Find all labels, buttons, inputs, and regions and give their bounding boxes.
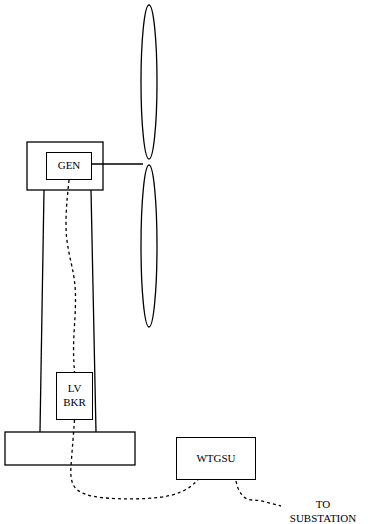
transformer-box: WTGSU bbox=[176, 437, 256, 480]
nacelle bbox=[27, 142, 103, 190]
tower-side bbox=[40, 190, 44, 432]
destination-label: TO SUBSTATION bbox=[282, 498, 364, 524]
tower-foundation bbox=[5, 432, 135, 465]
breaker-box: LV BKR bbox=[56, 372, 93, 420]
box-label: GEN bbox=[58, 159, 81, 173]
rotor-blade bbox=[141, 165, 157, 327]
box-label: WTGSU bbox=[196, 452, 235, 466]
substation-cable bbox=[236, 481, 281, 506]
box-label: LV BKR bbox=[57, 382, 92, 410]
generator-box: GEN bbox=[46, 152, 92, 180]
cable-connector bbox=[66, 180, 76, 372]
rotor-blade bbox=[141, 5, 157, 159]
rotor-shaft bbox=[92, 163, 143, 164]
